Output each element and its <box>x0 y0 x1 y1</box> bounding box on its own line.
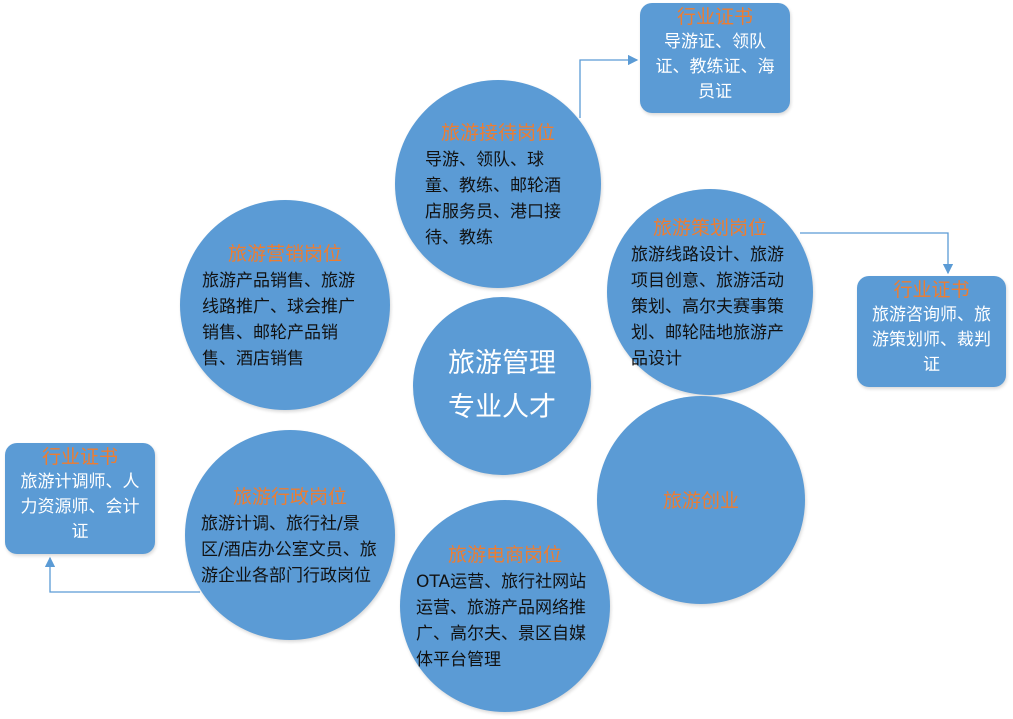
cert-box-left: 行业证书 旅游计调师、人力资源师、会计证 <box>5 443 155 554</box>
center-line2: 专业人才 <box>448 392 556 423</box>
center-line1: 旅游管理 <box>448 348 556 379</box>
node-body: 旅游计调、旅行社/景区/酒店办公室文员、旅游企业各部门行政岗位 <box>201 513 377 586</box>
arrow-reception-to-cert <box>579 54 639 118</box>
node-admin: 旅游行政岗位 旅游计调、旅行社/景区/酒店办公室文员、旅游企业各部门行政岗位 <box>185 430 395 640</box>
arrow-admin-to-cert <box>44 556 200 593</box>
cert-body: 导游证、领队证、教练证、海员证 <box>655 32 775 102</box>
node-title: 旅游接待岗位 <box>440 121 555 144</box>
node-marketing: 旅游营销岗位 旅游产品销售、旅游线路推广、球会推广销售、邮轮产品销售、酒店销售 <box>180 200 390 410</box>
cert-title: 行业证书 <box>676 6 753 28</box>
node-startup: 旅游创业 <box>597 396 805 604</box>
arrow-planning-to-cert <box>800 232 954 275</box>
node-center: 旅游管理 专业人才 <box>413 297 591 475</box>
node-title: 旅游营销岗位 <box>227 242 342 265</box>
node-ecommerce: 旅游电商岗位 OTA运营、旅行社网站运营、旅游产品网络推广、高尔夫、景区自媒体平… <box>400 500 610 712</box>
node-body: OTA运营、旅行社网站运营、旅游产品网络推广、高尔夫、景区自媒体平台管理 <box>416 571 587 670</box>
node-reception: 旅游接待岗位 导游、领队、球童、教练、邮轮酒店服务员、港口接待、教练 <box>395 80 601 288</box>
node-title: 旅游策划岗位 <box>652 216 767 239</box>
node-title: 旅游创业 <box>662 489 739 512</box>
node-body: 导游、领队、球童、教练、邮轮酒店服务员、港口接待、教练 <box>425 149 561 248</box>
cert-body: 旅游咨询师、旅游策划师、裁判证 <box>872 305 991 375</box>
cert-body: 旅游计调师、人力资源师、会计证 <box>20 472 140 542</box>
cert-box-top: 行业证书 导游证、领队证、教练证、海员证 <box>640 3 790 113</box>
node-title: 旅游电商岗位 <box>447 543 562 566</box>
node-title: 旅游行政岗位 <box>232 485 347 508</box>
cert-title: 行业证书 <box>893 279 970 301</box>
node-planning: 旅游策划岗位 旅游线路设计、旅游项目创意、旅游活动策划、高尔夫赛事策划、邮轮陆地… <box>607 189 813 395</box>
node-body: 旅游产品销售、旅游线路推广、球会推广销售、邮轮产品销售、酒店销售 <box>202 270 355 369</box>
cert-box-right: 行业证书 旅游咨询师、旅游策划师、裁判证 <box>857 276 1006 387</box>
node-body: 旅游线路设计、旅游项目创意、旅游活动策划、高尔夫赛事策划、邮轮陆地旅游产品设计 <box>631 244 784 369</box>
cert-title: 行业证书 <box>41 446 118 468</box>
